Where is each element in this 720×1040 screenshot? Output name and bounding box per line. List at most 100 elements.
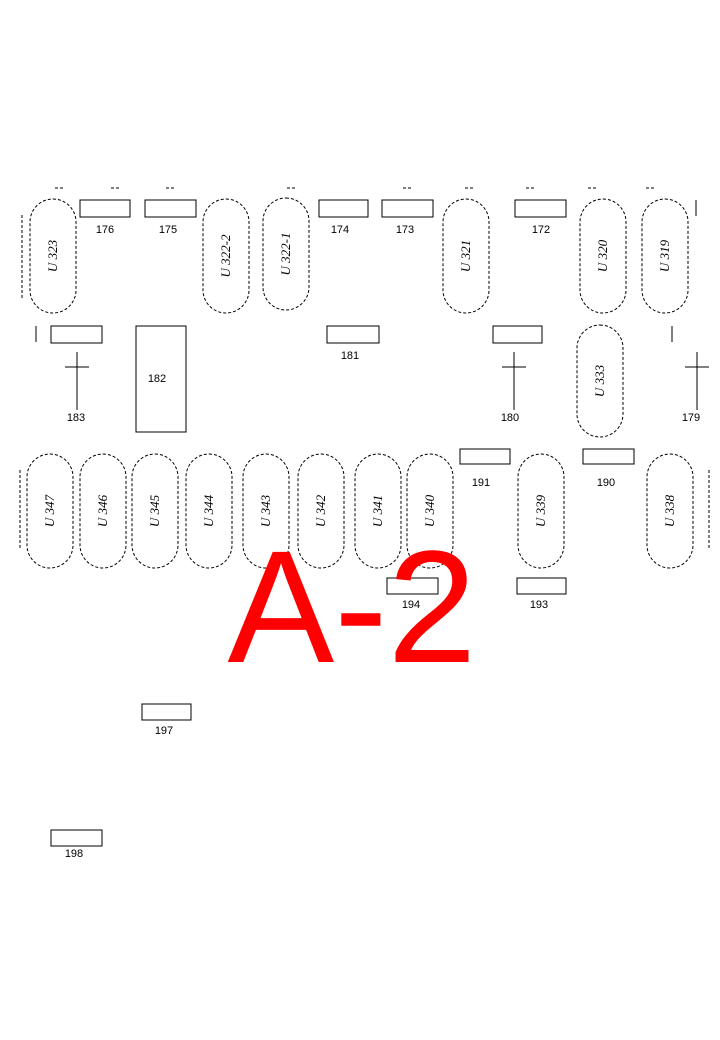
plot-number: 175 <box>159 224 177 236</box>
plot-number: 197 <box>155 725 173 737</box>
urn-343: U 343 <box>242 453 290 569</box>
urn-outline <box>354 453 402 569</box>
plot-box <box>50 829 103 847</box>
urn-320: U 320 <box>579 198 627 314</box>
plot-182: 182 <box>135 325 187 433</box>
plot-box <box>326 325 380 344</box>
urn-322-1: U 322-1 <box>262 197 310 311</box>
urn-319: U 319 <box>641 198 689 314</box>
sector-label: A-2 <box>228 517 477 696</box>
urn-outline <box>26 453 74 569</box>
plot-183: 183 <box>50 325 103 424</box>
plot-number: 181 <box>341 350 359 362</box>
plot-191: 191 <box>459 448 511 489</box>
plot-number: 174 <box>331 224 349 236</box>
urn-outline <box>406 453 454 569</box>
plot-box <box>144 199 197 218</box>
plot-box <box>79 199 131 218</box>
map-decorations <box>19 187 710 548</box>
urn-outline <box>131 453 179 569</box>
urn-outline <box>185 453 233 569</box>
plot-173: 173 <box>381 199 434 236</box>
urn-346: U 346 <box>79 453 127 569</box>
plot-174: 174 <box>318 199 369 236</box>
plot-box <box>459 448 511 465</box>
urn-label: U 344 <box>201 494 216 527</box>
plot-box <box>318 199 369 218</box>
plot-box <box>381 199 434 218</box>
plot-180: 180 <box>492 325 543 424</box>
plot-number: 176 <box>96 224 114 236</box>
plot-number: 173 <box>396 224 414 236</box>
urn-321: U 321 <box>442 198 490 314</box>
urn-333: U 333 <box>576 324 624 438</box>
cross-markers <box>65 352 709 410</box>
urn-label: U 338 <box>662 494 677 527</box>
plot-box <box>516 577 567 595</box>
plot-number: 194 <box>402 599 420 611</box>
plot-197: 197 <box>141 703 192 737</box>
plot-number: 180 <box>501 412 519 424</box>
plot-181: 181 <box>326 325 380 362</box>
cross-marker <box>685 352 709 410</box>
urn-label: U 347 <box>42 494 57 527</box>
plot-179: 179 <box>682 412 700 424</box>
grave-plots: 176 175 174 173 172 181 182 183 180 179 191 190 194 1… <box>50 199 700 860</box>
urn-347: U 347 <box>26 453 74 569</box>
urn-323: U 323 <box>29 198 77 314</box>
plot-198: 198 <box>50 829 103 860</box>
plot-box <box>135 325 187 433</box>
urn-outline <box>262 197 310 311</box>
plot-176: 176 <box>79 199 131 236</box>
urn-label: U 343 <box>258 494 273 527</box>
urn-outline <box>297 453 345 569</box>
plot-194: 194 <box>386 577 439 611</box>
urn-339: U 339 <box>517 453 565 569</box>
urn-outline <box>646 453 694 569</box>
urn-322-2: U 322-2 <box>202 198 250 314</box>
urn-338: U 338 <box>646 453 694 569</box>
plot-172: 172 <box>514 199 567 236</box>
plot-190: 190 <box>582 448 635 489</box>
plot-number: 182 <box>148 373 166 385</box>
plot-number: 190 <box>597 477 615 489</box>
plot-number: 172 <box>532 224 550 236</box>
urn-outline <box>79 453 127 569</box>
plot-number: 191 <box>472 477 490 489</box>
urn-label: U 342 <box>313 494 328 527</box>
urn-label: U 320 <box>595 239 610 272</box>
urn-label: U 322-2 <box>218 234 233 277</box>
plot-box <box>514 199 567 218</box>
urn-label: U 323 <box>45 239 60 272</box>
plot-box <box>582 448 635 465</box>
urn-340: U 340 <box>406 453 454 569</box>
urn-outline <box>202 198 250 314</box>
urn-342: U 342 <box>297 453 345 569</box>
plot-box <box>386 577 439 595</box>
urn-label: U 322-1 <box>278 233 293 276</box>
plot-number: 183 <box>67 412 85 424</box>
urn-341: U 341 <box>354 453 402 569</box>
urn-outline <box>517 453 565 569</box>
urn-niches: U 323 U 322-2 U 322-1 U 321 U 320 U 319 U 333U… <box>26 197 694 569</box>
urn-outline <box>576 324 624 438</box>
plot-box <box>492 325 543 344</box>
cross-marker <box>502 352 526 410</box>
urn-outline <box>242 453 290 569</box>
urn-label: U 340 <box>422 494 437 527</box>
urn-label: U 319 <box>657 239 672 272</box>
plot-number: 179 <box>682 412 700 424</box>
urn-outline <box>442 198 490 314</box>
plot-box <box>50 325 103 344</box>
urn-344: U 344 <box>185 453 233 569</box>
plot-number: 198 <box>65 848 83 860</box>
plot-number: 193 <box>530 599 548 611</box>
urn-label: U 346 <box>95 494 110 527</box>
urn-label: U 339 <box>533 494 548 527</box>
urn-label: U 341 <box>370 495 385 527</box>
urn-label: U 321 <box>458 240 473 272</box>
plot-175: 175 <box>144 199 197 236</box>
urn-outline <box>641 198 689 314</box>
urn-label: U 333 <box>592 364 607 397</box>
